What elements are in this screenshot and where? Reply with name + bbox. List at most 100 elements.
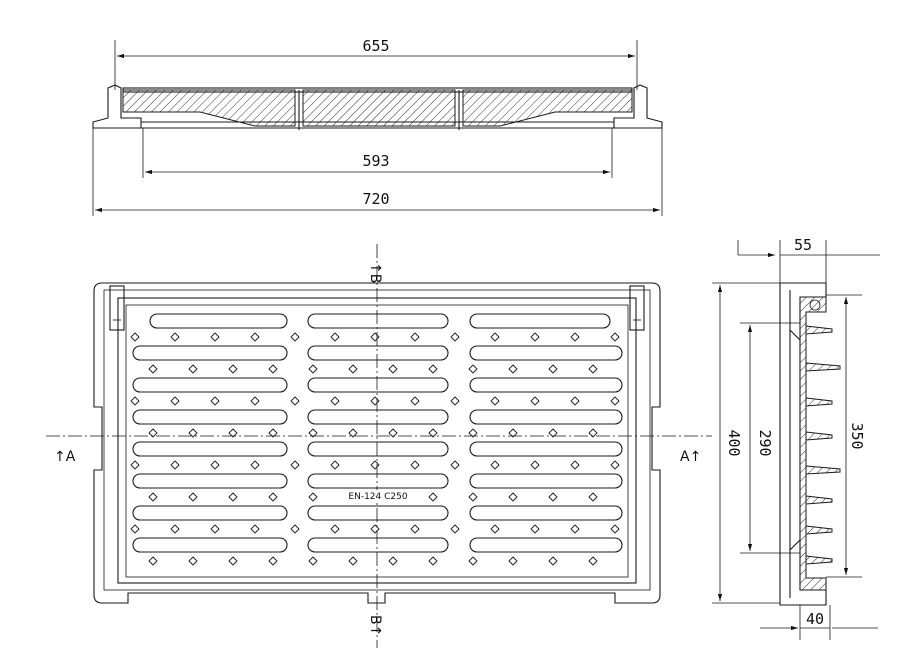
dim-text-655: 655 (362, 37, 389, 55)
diamond-stud (450, 524, 460, 534)
drainage-slot (307, 377, 449, 393)
diamond-stud (530, 524, 540, 534)
diamond-stud (210, 332, 220, 342)
diamond-stud (530, 460, 540, 470)
frame-profile-right (613, 84, 663, 129)
side-rib (805, 362, 841, 372)
diamond-stud (428, 364, 438, 374)
diamond-stud (610, 396, 620, 406)
drainage-slot (469, 409, 623, 425)
diamond-stud (588, 428, 598, 438)
dim-text-40: 40 (806, 610, 824, 628)
drainage-slot (307, 409, 449, 425)
diamond-stud (548, 364, 558, 374)
diamond-stud (228, 492, 238, 502)
diamond-stud (188, 492, 198, 502)
diamond-stud (268, 492, 278, 502)
diamond-stud (450, 460, 460, 470)
side-rib (805, 325, 833, 335)
diamond-stud (490, 332, 500, 342)
diamond-stud (250, 396, 260, 406)
diamond-stud (290, 396, 300, 406)
section-a-right: A↑ (680, 449, 701, 465)
diamond-stud (290, 524, 300, 534)
dim-text-55: 55 (794, 236, 812, 254)
diamond-stud (130, 332, 140, 342)
side-rib (805, 465, 841, 475)
diamond-stud (370, 460, 380, 470)
diamond-stud (290, 460, 300, 470)
diamond-stud (188, 428, 198, 438)
diamond-stud (468, 492, 478, 502)
section-a-left: ↑A (54, 449, 76, 465)
diamond-stud (468, 428, 478, 438)
diamond-stud (428, 492, 438, 502)
diamond-stud (570, 332, 580, 342)
diamond-stud (210, 524, 220, 534)
drainage-slot (307, 473, 449, 489)
diamond-stud (570, 396, 580, 406)
side-rib (805, 397, 833, 407)
drainage-slot (307, 313, 449, 329)
drainage-slot (132, 473, 288, 489)
diamond-stud (348, 428, 358, 438)
diamond-stud (148, 492, 158, 502)
diamond-stud (250, 524, 260, 534)
diamond-stud (170, 332, 180, 342)
diamond-stud (308, 556, 318, 566)
diamond-stud (148, 556, 158, 566)
side-rib (805, 431, 833, 441)
diamond-stud (410, 460, 420, 470)
diamond-stud (428, 556, 438, 566)
drainage-slot (307, 537, 449, 553)
frame-outline (93, 282, 661, 604)
drainage-slot (469, 377, 623, 393)
drainage-slot (469, 505, 623, 521)
drainage-slot (132, 345, 288, 361)
diamond-stud (388, 364, 398, 374)
section-b-bottom: B↑ (367, 615, 383, 636)
diamond-stud (508, 492, 518, 502)
diamond-stud (468, 556, 478, 566)
side-rib (805, 495, 833, 505)
grate-section-right (462, 89, 633, 127)
diamond-stud (308, 492, 318, 502)
diamond-stud (370, 524, 380, 534)
diamond-stud (428, 428, 438, 438)
drainage-slot (132, 537, 288, 553)
diamond-stud (410, 396, 420, 406)
diamond-stud (370, 396, 380, 406)
diamond-stud (468, 364, 478, 374)
diamond-stud (588, 492, 598, 502)
diamond-stud (228, 428, 238, 438)
plan-view: ↑A A↑ ↑B B↑ EN-124 C250 (46, 244, 712, 648)
diamond-stud (130, 524, 140, 534)
drainage-slot (132, 505, 288, 521)
diamond-stud (250, 332, 260, 342)
diamond-stud (268, 556, 278, 566)
diamond-stud (450, 332, 460, 342)
diamond-stud (530, 396, 540, 406)
diamond-stud (490, 460, 500, 470)
diamond-stud (330, 524, 340, 534)
diamond-stud (588, 364, 598, 374)
diamond-stud (548, 492, 558, 502)
diamond-stud (530, 332, 540, 342)
grate-section-left (122, 89, 296, 127)
diamond-stud (330, 460, 340, 470)
drainage-slot (307, 505, 449, 521)
drainage-slot (307, 441, 449, 457)
drainage-slot (132, 409, 288, 425)
diamond-stud (268, 364, 278, 374)
diamond-stud (570, 524, 580, 534)
grate-section-middle (302, 89, 456, 127)
drainage-slot (149, 313, 288, 329)
diamond-stud (228, 556, 238, 566)
diamond-stud (388, 428, 398, 438)
diamond-stud (130, 460, 140, 470)
diamond-stud (508, 556, 518, 566)
diamond-stud (388, 556, 398, 566)
diamond-stud (148, 364, 158, 374)
diamond-stud (188, 364, 198, 374)
drainage-slot (469, 537, 623, 553)
